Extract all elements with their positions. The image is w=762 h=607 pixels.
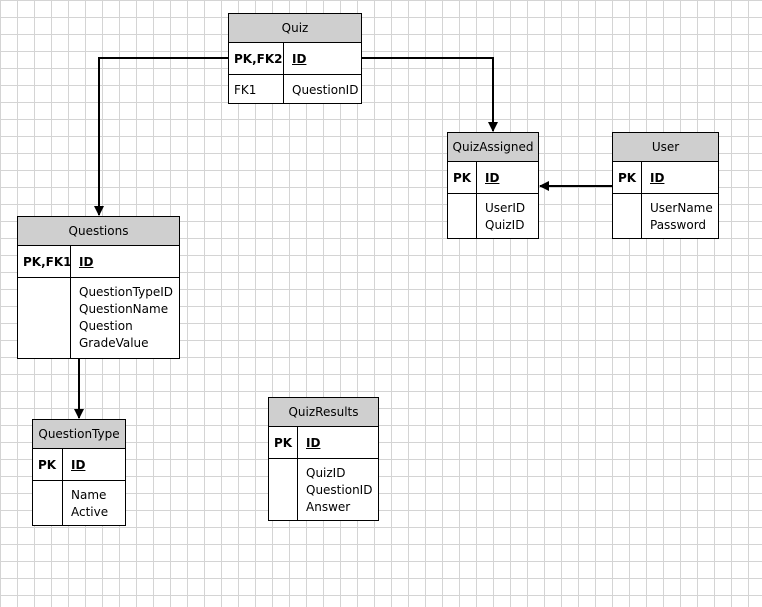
field: Password [650,217,707,232]
key-column-spacer [448,194,477,239]
field: Question [79,319,133,333]
field: QuestionTypeID [79,285,174,299]
field-list: QuestionTypeID QuestionName Question Gra… [71,278,173,358]
pk-field: ID [292,51,307,66]
field-list: Name Active [63,481,108,526]
field: QuestionID [306,482,373,497]
entity-questiontype[interactable]: QuestionType PK ID Name Active [32,419,126,526]
field: Active [71,504,109,519]
pk-field: ID [79,254,94,269]
field: QuizID [306,465,346,480]
connector-quiz-to-questions [94,57,228,216]
pk-label: PK [269,427,298,458]
pk-field: ID [306,435,321,450]
fk-label: FK1 [229,75,284,104]
entity-quizresults[interactable]: QuizResults PK ID QuizID QuestionID Answ… [268,397,379,521]
pk-label: PK,FK1 [18,246,72,277]
entity-title: QuizResults [269,398,378,427]
entity-title: User [613,133,718,162]
entity-quiz[interactable]: Quiz PK,FK2 ID FK1 QuestionID [228,13,362,104]
pk-label: PK [33,449,63,480]
field: Answer [306,499,351,514]
pk-label: PK,FK2 [229,43,284,74]
field: QuestionName [79,302,169,316]
field: GradeValue [79,336,149,350]
field: UserName [650,200,713,215]
field-list: UserName Password [642,194,713,239]
key-column-spacer [269,459,298,521]
entity-title: Questions [18,217,179,246]
entity-user[interactable]: User PK ID UserName Password [612,132,719,239]
pk-label: PK [448,162,477,193]
field: UserID [485,200,526,215]
field: QuizID [485,217,525,232]
field: QuestionID [292,82,359,97]
pk-field: ID [650,170,665,185]
field: Name [71,487,107,502]
key-column-spacer [18,278,71,358]
pk-field: ID [485,170,500,185]
pk-label: PK [613,162,642,193]
entity-title: Quiz [229,14,361,43]
key-column-spacer [33,481,63,526]
entity-quizassigned[interactable]: QuizAssigned PK ID UserID QuizID [447,132,539,239]
key-column-spacer [613,194,642,239]
pk-field: ID [71,457,86,472]
entity-title: QuestionType [33,420,125,449]
field-list: UserID QuizID [477,194,525,239]
field-list: QuizID QuestionID Answer [298,459,372,521]
entity-title: QuizAssigned [448,133,538,162]
entity-questions[interactable]: Questions PK,FK1 ID QuestionTypeID Quest… [17,216,180,359]
connector-quiz-to-quizassigned [362,57,498,132]
